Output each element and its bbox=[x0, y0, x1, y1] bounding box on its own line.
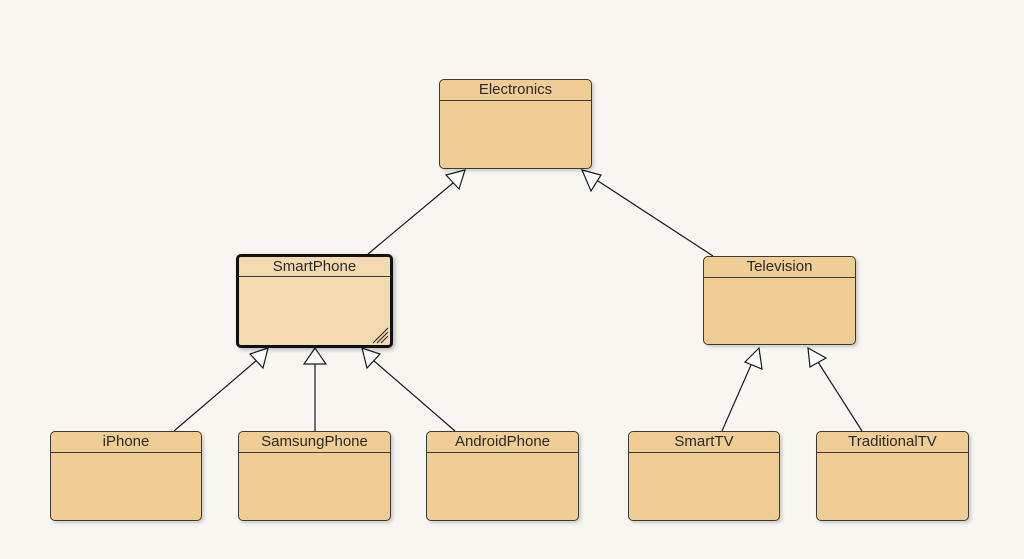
generalization-iphone-smartphone[interactable] bbox=[173, 347, 269, 432]
class-name: SmartPhone bbox=[239, 257, 390, 277]
class-smartphone[interactable]: SmartPhone bbox=[236, 254, 393, 348]
resize-grip-icon[interactable] bbox=[371, 326, 389, 344]
class-traditionaltv[interactable]: TraditionalTV bbox=[816, 431, 969, 521]
class-television[interactable]: Television bbox=[703, 256, 856, 345]
class-name: AndroidPhone bbox=[427, 432, 578, 453]
class-name: SamsungPhone bbox=[239, 432, 390, 453]
generalization-androidphone-smartphone[interactable] bbox=[361, 347, 456, 432]
class-iphone[interactable]: iPhone bbox=[50, 431, 202, 521]
class-smarttv[interactable]: SmartTV bbox=[628, 431, 780, 521]
class-name: TraditionalTV bbox=[817, 432, 968, 453]
generalization-smarttv-television[interactable] bbox=[721, 346, 763, 432]
class-electronics[interactable]: Electronics bbox=[439, 79, 592, 169]
class-androidphone[interactable]: AndroidPhone bbox=[426, 431, 579, 521]
generalization-television-electronics[interactable] bbox=[580, 169, 714, 257]
class-name: SmartTV bbox=[629, 432, 779, 453]
class-name: Electronics bbox=[440, 80, 591, 101]
class-name: Television bbox=[704, 257, 855, 278]
generalization-traditionaltv-television[interactable] bbox=[807, 346, 863, 432]
class-samsungphone[interactable]: SamsungPhone bbox=[238, 431, 391, 521]
class-name: iPhone bbox=[51, 432, 201, 453]
generalization-samsungphone-smartphone[interactable] bbox=[302, 346, 328, 431]
generalization-smartphone-electronics[interactable] bbox=[367, 169, 466, 255]
